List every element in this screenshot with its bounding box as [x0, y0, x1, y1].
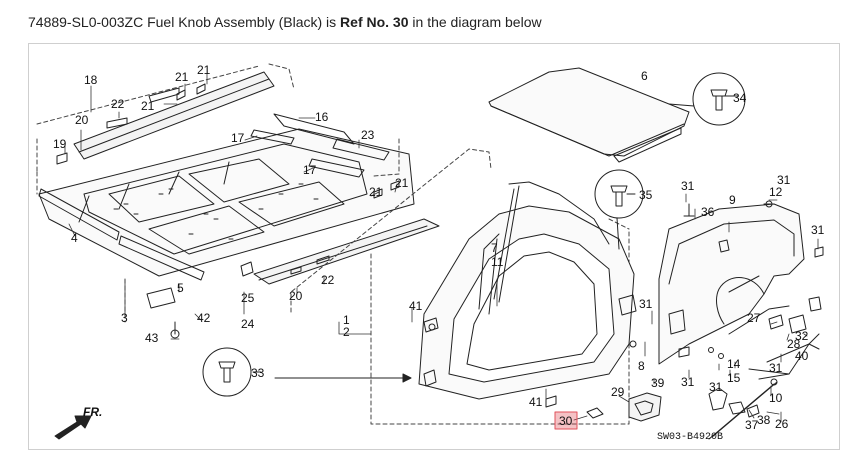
- ref-label-31: 31: [639, 297, 653, 311]
- ref-label-17: 17: [303, 163, 317, 177]
- ref-label-24: 24: [241, 317, 255, 331]
- ref-label-35: 35: [639, 188, 653, 202]
- ref-label-43: 43: [145, 331, 159, 345]
- ref-label-20: 20: [289, 289, 303, 303]
- ref-label-18: 18: [84, 73, 98, 87]
- ref-label-21: 21: [395, 176, 409, 190]
- roof-panel-drawing: [488, 67, 690, 163]
- ref-label-14: 14: [727, 357, 741, 371]
- caption-part-number-text: 74889-SL0-003ZC Fuel Knob Assembly (Blac…: [28, 14, 341, 30]
- ref-label-36: 36: [701, 205, 715, 219]
- ref-label-38: 38: [757, 413, 771, 427]
- ref-label-31: 31: [681, 375, 695, 389]
- ref-label-4: 4: [71, 231, 78, 245]
- floor-pan-drawing: [38, 71, 440, 339]
- highlight-box-ref-30: [554, 411, 578, 430]
- ref-label-20: 20: [75, 113, 89, 127]
- ref-label-31: 31: [777, 173, 791, 187]
- ref-label-23: 23: [361, 128, 375, 142]
- ref-label-31: 31: [681, 179, 695, 193]
- ref-label-8: 8: [638, 359, 645, 373]
- quarter-panel-drawing: [628, 200, 824, 440]
- direction-label: FR.: [83, 405, 102, 419]
- ref-label-39: 39: [651, 376, 665, 390]
- side-panel-drawing: [418, 181, 637, 408]
- clip-callout-35: [594, 169, 644, 250]
- ref-label-37: 37: [745, 418, 759, 432]
- ref-label-40: 40: [795, 349, 809, 363]
- ref-label-31: 31: [709, 380, 723, 394]
- parts-diagram: FR. 182121222120191617231743542432524202…: [36, 63, 825, 443]
- ref-label-21: 21: [369, 185, 383, 199]
- diagram-caption: 74889-SL0-003ZC Fuel Knob Assembly (Blac…: [28, 14, 542, 30]
- ref-label-7: 7: [491, 241, 498, 255]
- ref-label-34: 34: [733, 91, 747, 105]
- ref-label-6: 6: [641, 69, 648, 83]
- fuel-knob-part-30[interactable]: [586, 407, 604, 419]
- ref-label-32: 32: [795, 329, 809, 343]
- ref-label-42: 42: [197, 311, 211, 325]
- front-direction-arrow: FR.: [54, 405, 102, 440]
- ref-label-21: 21: [141, 99, 155, 113]
- ref-label-9: 9: [729, 193, 736, 207]
- ref-label-1: 1: [343, 313, 350, 327]
- ref-label-31: 31: [811, 223, 825, 237]
- clip-callout-33: [202, 347, 412, 397]
- ref-label-15: 15: [727, 371, 741, 385]
- ref-label-22: 22: [111, 97, 125, 111]
- ref-label-33: 33: [251, 366, 265, 380]
- caption-suffix-text: in the diagram below: [408, 14, 542, 30]
- clip-callout-34: [668, 72, 746, 126]
- ref-label-26: 26: [775, 417, 789, 431]
- ref-label-21: 21: [175, 70, 189, 84]
- ref-label-10: 10: [769, 391, 783, 405]
- caption-ref-number: Ref No. 30: [340, 14, 409, 30]
- ref-label-16: 16: [315, 110, 329, 124]
- ref-label-2: 2: [343, 325, 350, 339]
- ref-label-17: 17: [231, 131, 245, 145]
- ref-label-41: 41: [529, 395, 543, 409]
- ref-label-22: 22: [321, 273, 335, 287]
- ref-label-11: 11: [491, 255, 504, 269]
- ref-label-41: 41: [409, 299, 423, 313]
- ref-label-5: 5: [177, 281, 184, 295]
- leader-lines: [64, 73, 819, 423]
- ref-label-30[interactable]: 30: [559, 414, 573, 428]
- ref-label-31: 31: [769, 361, 783, 375]
- ref-label-19: 19: [53, 137, 67, 151]
- ref-label-12: 12: [769, 185, 783, 199]
- ref-label-25: 25: [241, 291, 255, 305]
- ref-label-28: 28: [787, 337, 801, 351]
- ref-label-29: 29: [611, 385, 625, 399]
- ref-label-3: 3: [121, 311, 128, 325]
- diagram-code: SW03-B4920B: [657, 432, 723, 443]
- ref-label-27: 27: [747, 311, 761, 325]
- ref-label-21: 21: [197, 63, 211, 77]
